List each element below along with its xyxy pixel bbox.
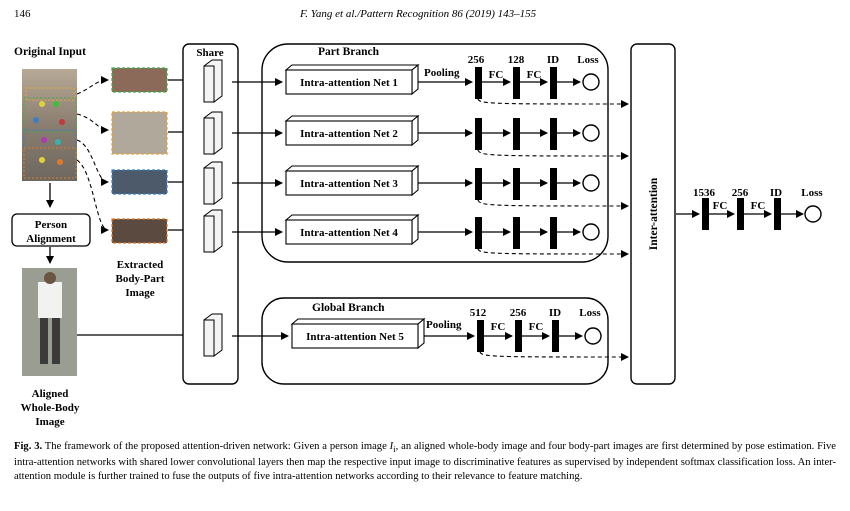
- part-fc1-label: FC: [489, 69, 504, 81]
- global-dim1-label: 512: [470, 307, 487, 319]
- framework-figure: Original Input Person Alignment Aligned …: [11, 43, 823, 428]
- net3-box: [285, 170, 413, 196]
- share-label: Share: [196, 47, 223, 59]
- aligned-label-3: Image: [35, 416, 64, 428]
- caption-label: Fig. 3.: [14, 441, 43, 452]
- pooling-global-label: Pooling: [426, 319, 462, 331]
- part-image-2: [111, 111, 168, 155]
- net2-box: [285, 120, 413, 146]
- aligned-label-2: Whole-Body: [21, 402, 80, 414]
- net5-label: Intra-attention Net 5: [306, 331, 404, 343]
- global-dim2-label: 256: [510, 307, 527, 319]
- original-input-image: [22, 69, 77, 181]
- part-fc2-label: FC: [527, 69, 542, 81]
- part-loss-label: Loss: [577, 54, 599, 66]
- part-branch-label: Part Branch: [318, 46, 380, 58]
- final-dim2-label: 256: [732, 187, 749, 199]
- part-rows: [418, 67, 629, 258]
- figure-caption: Fig. 3. The framework of the proposed at…: [14, 440, 836, 484]
- inter-attention-label: Inter-attention: [648, 177, 660, 250]
- part-image-1: [111, 67, 168, 93]
- part-dim1-label: 256: [468, 54, 485, 66]
- global-fc1-label: FC: [491, 321, 506, 333]
- global-id-label: ID: [549, 307, 561, 319]
- aligned-whole-body-image: [22, 268, 77, 376]
- caption-text-b: , an aligned whole-body image and four b…: [14, 441, 836, 483]
- extracted-label-2: Body-Part: [116, 273, 165, 285]
- body-part-images: [111, 67, 168, 244]
- running-title: F. Yang et al./Pattern Recognition 86 (2…: [300, 8, 537, 20]
- global-branch-box: [261, 297, 609, 385]
- part-dim2-label: 128: [508, 54, 525, 66]
- caption-text-a: The framework of the proposed attention-…: [42, 441, 390, 452]
- final-fc1-label: FC: [713, 200, 728, 212]
- global-loss-label: Loss: [579, 307, 601, 319]
- net3-label: Intra-attention Net 3: [300, 178, 398, 190]
- part-branch-box: [261, 43, 609, 263]
- part-nets: [284, 63, 420, 246]
- caption-symbol: I: [389, 441, 394, 452]
- part-connectors: [76, 76, 109, 234]
- net5-box: [291, 323, 419, 349]
- part-id-label: ID: [547, 54, 559, 66]
- final-id-label: ID: [770, 187, 782, 199]
- final-dim1-label: 1536: [693, 187, 716, 199]
- final-fc2-label: FC: [751, 200, 766, 212]
- part-image-4: [111, 218, 168, 244]
- extracted-label-3: Image: [125, 287, 154, 299]
- net2-label: Intra-attention Net 2: [300, 128, 398, 140]
- global-branch-label: Global Branch: [312, 302, 385, 314]
- net4-label: Intra-attention Net 4: [300, 227, 398, 239]
- inter-attention-box: [630, 43, 676, 385]
- net1-box: [285, 69, 413, 95]
- global-fc2-label: FC: [529, 321, 544, 333]
- person-alignment-label-2: Alignment: [26, 233, 76, 245]
- aligned-label-1: Aligned: [32, 388, 69, 400]
- net1-label: Intra-attention Net 1: [300, 77, 398, 89]
- final-loss-label: Loss: [801, 187, 823, 199]
- page-number: 146: [14, 8, 31, 20]
- share-layers: [203, 59, 223, 357]
- caption-subscript: i: [393, 444, 396, 455]
- net4-box: [285, 219, 413, 245]
- person-alignment-box: [11, 213, 91, 247]
- extracted-label-1: Extracted: [117, 259, 163, 271]
- original-input-label: Original Input: [14, 46, 86, 58]
- part-image-3: [111, 169, 168, 195]
- person-alignment-label-1: Person: [35, 219, 67, 231]
- pooling-part-label: Pooling: [424, 67, 460, 79]
